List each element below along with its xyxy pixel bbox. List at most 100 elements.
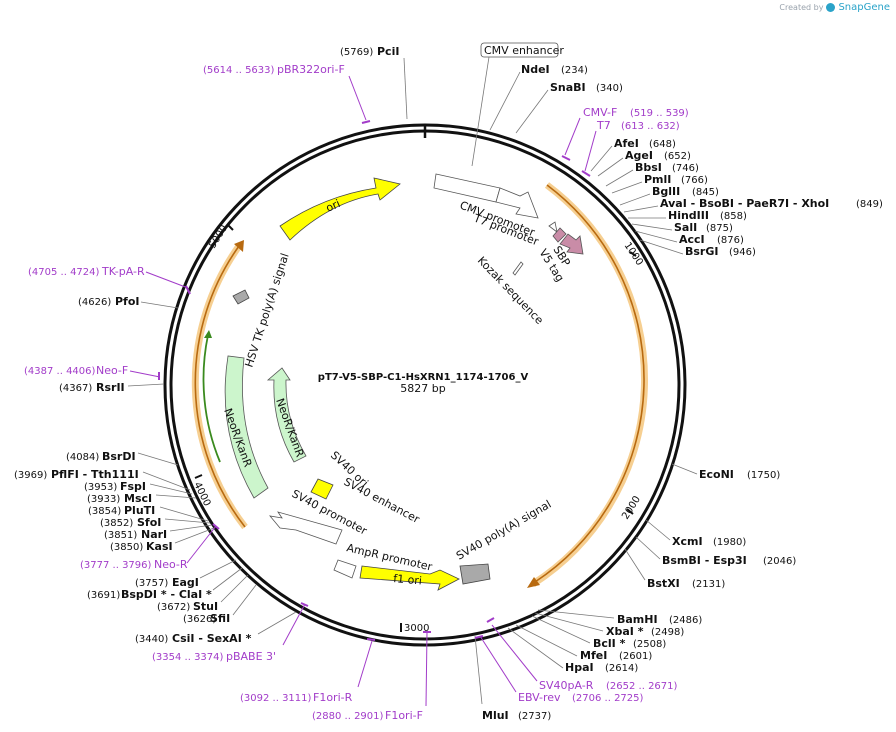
feature-label-kozak: Kozak sequence <box>475 254 546 327</box>
site-mfei[interactable]: MfeI (2601) <box>515 624 652 662</box>
site-ndei[interactable]: NdeI (234) <box>489 63 588 131</box>
site-snabi[interactable]: SnaBI (340) <box>515 81 623 134</box>
site-econi[interactable]: EcoNI (1750) <box>671 463 780 481</box>
svg-text:KasI: KasI <box>146 540 173 553</box>
site-stui[interactable]: (3672) StuI <box>157 574 249 613</box>
site-msci[interactable]: (3933) MscI <box>87 492 197 505</box>
site-eagi[interactable]: (3757) EagI <box>135 559 237 589</box>
site-kasi[interactable]: (3850) KasI <box>110 527 215 553</box>
svg-text:(648): (648) <box>649 139 676 150</box>
site-claI-group[interactable]: (3691) BspDI * - ClaI * <box>87 567 243 601</box>
svg-text:BsrDI: BsrDI <box>102 450 136 463</box>
svg-text:(4367): (4367) <box>59 383 92 394</box>
primer-t7[interactable]: T7 (613 .. 632) <box>581 119 680 177</box>
svg-text:(946): (946) <box>729 247 756 258</box>
svg-text:(2880 .. 2901): (2880 .. 2901) <box>312 711 384 722</box>
svg-text:(2614): (2614) <box>605 663 638 674</box>
primer-ebv-rev[interactable]: EBV-rev (2706 .. 2725) <box>474 635 644 704</box>
svg-text:(2498): (2498) <box>651 627 684 638</box>
site-agei[interactable]: AgeI (652) <box>597 149 691 177</box>
svg-text:(3854): (3854) <box>88 506 121 517</box>
svg-text:StuI: StuI <box>193 600 218 613</box>
site-afei[interactable]: AfeI (648) <box>590 137 676 172</box>
site-bsrgi[interactable]: BsrGI (946) <box>639 239 756 258</box>
f1-ori-arrow <box>359 565 460 591</box>
svg-text:FspI: FspI <box>120 480 146 493</box>
svg-text:(3092 .. 3111): (3092 .. 3111) <box>240 693 312 704</box>
site-bsmbi-esp3i[interactable]: BsmBI - Esp3I (2046) <box>635 536 796 567</box>
site-bglii[interactable]: BglII (845) <box>619 185 719 206</box>
primer-pbabe-3[interactable]: (3354 .. 3374) pBABE 3' <box>152 602 309 663</box>
svg-text:BamHI: BamHI <box>617 613 658 626</box>
site-xhoi-group[interactable]: AvaI - BsoBI - PaeR7I - XhoI (849) <box>623 197 883 213</box>
svg-text:AccI: AccI <box>679 233 705 246</box>
site-rsrii[interactable]: (4367) RsrII <box>59 381 165 394</box>
feature-label-hsv-tk-polya: HSV TK poly(A) signal <box>242 252 291 369</box>
site-sfoi[interactable]: (3852) SfoI <box>100 516 211 529</box>
svg-text:(858): (858) <box>720 211 747 222</box>
svg-text:RsrII: RsrII <box>96 381 125 394</box>
site-pflfi-tth111i[interactable]: (3969) PflFI - Tth111I <box>14 468 191 491</box>
svg-text:PluTI: PluTI <box>124 504 155 517</box>
svg-text:EagI: EagI <box>172 576 199 589</box>
orf-arrow-xrn1 <box>534 184 645 583</box>
svg-text:SV40pA-R: SV40pA-R <box>539 679 594 692</box>
site-csii-sexai[interactable]: (3440) CsiI - SexAI * <box>135 611 297 645</box>
site-bbsi[interactable]: BbsI (746) <box>605 161 699 187</box>
primer-sv40pa-r[interactable]: SV40pA-R (2652 .. 2671) <box>486 617 678 692</box>
site-bstxi[interactable]: BstXI (2131) <box>624 548 725 590</box>
feature-label-sv40-polya: SV40 poly(A) signal <box>454 498 554 563</box>
feature-label: CMV enhancer <box>484 44 564 57</box>
svg-text:BglII: BglII <box>652 185 680 198</box>
svg-text:EcoNI: EcoNI <box>699 468 734 481</box>
site-bcli[interactable]: BclI * (2508) <box>531 615 666 650</box>
svg-text:PfoI: PfoI <box>115 295 140 308</box>
site-sali[interactable]: SalI (875) <box>631 221 733 234</box>
svg-text:(519 .. 539): (519 .. 539) <box>630 108 689 119</box>
svg-text:BbsI: BbsI <box>635 161 662 174</box>
svg-text:MfeI: MfeI <box>580 649 607 662</box>
svg-text:BspDI * - ClaI *: BspDI * - ClaI * <box>121 588 212 601</box>
orf-arrowhead-xrn1 <box>527 577 540 588</box>
site-hindiii[interactable]: HindIII (858) <box>628 209 747 222</box>
site-mlui[interactable]: MluI (2737) <box>474 635 551 722</box>
svg-text:NarI: NarI <box>141 528 167 541</box>
svg-text:(849): (849) <box>856 199 883 210</box>
primer-tk-pa-r[interactable]: (4705 .. 4724) TK-pA-R <box>28 265 191 295</box>
site-fspi[interactable]: (3953) FspI <box>84 480 193 495</box>
snapgene-logo-icon <box>826 3 836 12</box>
site-pfoi[interactable]: (4626) PfoI <box>78 295 179 309</box>
svg-text:(3626): (3626) <box>183 614 216 625</box>
cmv-promoter-arrow <box>495 187 539 219</box>
feature-cmv-enhancer: CMV enhancer <box>471 42 564 167</box>
site-xcmi[interactable]: XcmI (1980) <box>645 519 746 548</box>
primer-f1ori-r[interactable]: (3092 .. 3111) F1ori-R <box>240 638 376 704</box>
site-sfii[interactable]: (3626) SfiI <box>183 584 257 625</box>
snapgene-branding: Created by SnapGene <box>779 2 890 13</box>
site-xbai[interactable]: XbaI * (2498) <box>534 612 684 638</box>
primer-f1ori-f[interactable]: (2880 .. 2901) F1ori-F <box>312 631 431 722</box>
orf-arrowhead-neo <box>234 240 244 252</box>
site-bsrdi[interactable]: (4084) BsrDI <box>66 450 179 466</box>
svg-text:(3777 .. 3796): (3777 .. 3796) <box>80 560 152 571</box>
primer-pbr322ori-f[interactable]: (5614 .. 5633) pBR322ori-F <box>203 63 371 124</box>
site-nari[interactable]: (3851) NarI <box>104 524 213 541</box>
svg-text:(2652 .. 2671): (2652 .. 2671) <box>606 681 678 692</box>
svg-text:(2737): (2737) <box>518 711 551 722</box>
site-acci[interactable]: AccI (876) <box>634 230 744 246</box>
site-pmli[interactable]: PmlI (766) <box>611 173 708 194</box>
svg-text:(746): (746) <box>672 163 699 174</box>
site-bamhi[interactable]: BamHI (2486) <box>537 609 702 626</box>
svg-text:BsrGI: BsrGI <box>685 245 718 258</box>
primer-cmv-f[interactable]: CMV-F (519 .. 539) <box>561 106 689 161</box>
primer-neo-f[interactable]: (4387 .. 4406) Neo-F <box>24 364 161 380</box>
svg-text:(3672): (3672) <box>157 602 190 613</box>
svg-text:HpaI: HpaI <box>565 661 594 674</box>
site-hpai[interactable]: HpaI (2614) <box>507 627 638 674</box>
site-pluti[interactable]: (3854) PluTI <box>88 504 209 522</box>
site-pcii[interactable]: (5769) PciI <box>340 45 408 120</box>
ori-arrow <box>279 177 401 241</box>
primer-neo-r[interactable]: (3777 .. 3796) Neo-R <box>80 523 220 571</box>
svg-text:BclI *: BclI * <box>593 637 626 650</box>
